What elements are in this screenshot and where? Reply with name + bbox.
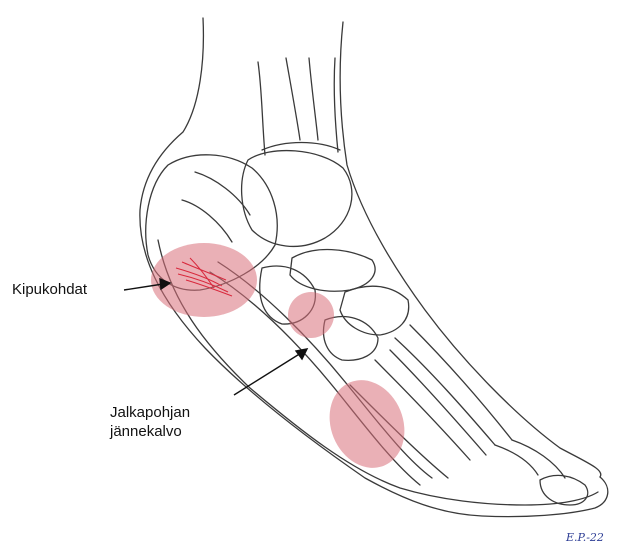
pain-zone-midfoot [288, 292, 334, 338]
plantar-fascia-label-line1: Jalkapohjan [110, 403, 190, 422]
fibula-bone [286, 58, 318, 140]
plantar-fascia-label: Jalkapohjan jännekalvo [110, 403, 190, 441]
navicular-bone [290, 250, 375, 292]
plantar-fascia-label-line2: jännekalvo [110, 422, 190, 441]
pain-zone-heel [151, 243, 257, 317]
cuneiform-bone-1 [340, 286, 409, 335]
phalanx-bones [495, 440, 588, 505]
metatarsal-bone-1 [395, 325, 512, 445]
artist-signature: E.P.-22 [566, 531, 604, 544]
tibia-bone [258, 58, 340, 155]
talus-bone [242, 151, 352, 247]
calcaneus-detail [182, 172, 250, 242]
pain-points-label: Kipukohdat [12, 280, 87, 299]
fascia-arrow-line [234, 353, 301, 395]
pain-zones [151, 243, 417, 479]
